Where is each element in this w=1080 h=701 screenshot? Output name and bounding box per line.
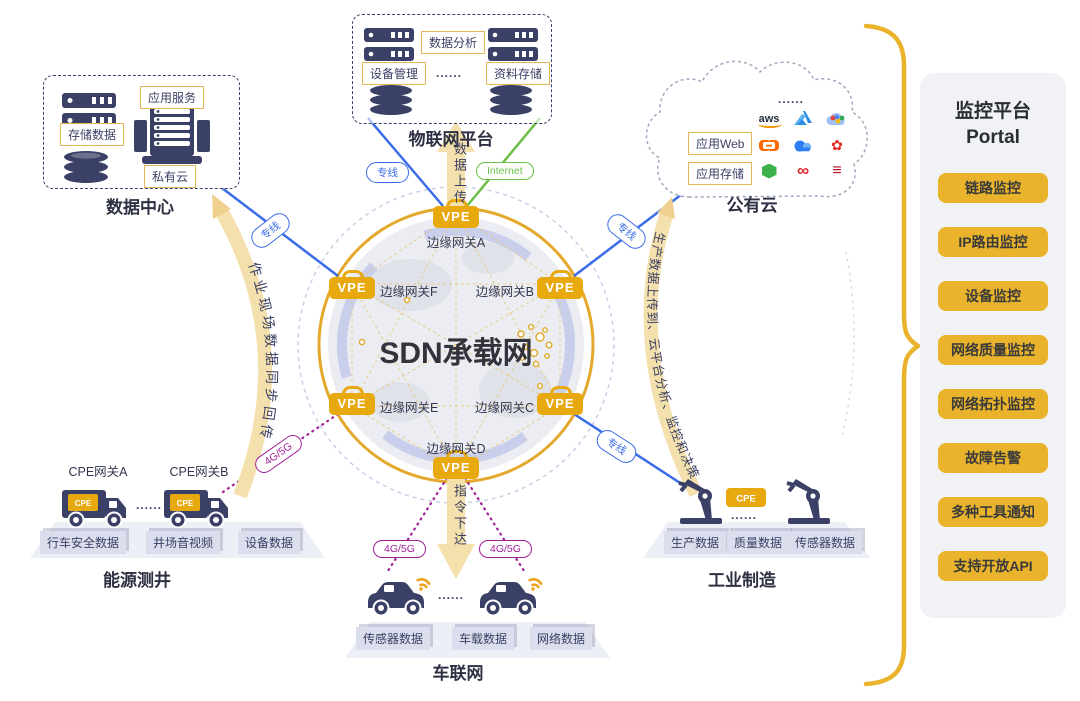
gateway-mesh [351,211,561,471]
server-rack-icon [364,28,414,61]
portal-button-ip-route-monitor[interactable]: IP路由监控 [938,227,1048,257]
bubble-cluster [358,296,553,390]
database-icon [370,85,412,115]
portal-button-link-monitor[interactable]: 链路监控 [938,173,1048,203]
label-data-analysis: 数据分析 [421,31,486,54]
vehicle-dots: ...... [438,588,465,602]
tag-driving-safety: 行车安全数据 [40,531,127,554]
vpe-gateway-c: VPE [537,386,583,415]
gateway-b-label: 边缘网关B [475,285,534,299]
gateway-a-label: 边缘网关A [426,236,486,250]
database-icon [64,151,108,183]
data-center-title: 数据中心 [106,198,174,217]
right-flow-caption: 生产数据上传到、云平台分析、监控和决策 [645,231,703,482]
vpe-gateway-e: VPE [329,386,375,415]
qingcloud-icon [753,160,785,182]
wifi-icon [528,578,543,589]
portal-button-list: 链路监控 IP路由监控 设备监控 网络质量监控 网络拓扑监控 故障告警 多种工具… [920,173,1066,581]
database-icon [490,85,532,115]
aws-icon: aws [757,113,783,128]
tag-production-data: 生产数据 [664,531,727,554]
pill-internet: Internet [476,162,534,180]
pill-4g5g-left: 4G/5G [373,540,426,558]
sdn-core-title: SDN承载网 [379,337,533,370]
car-icon [368,578,431,617]
pill-dedicated-iot: 专线 [366,162,409,183]
cpe-gateway-b-label: CPE网关B [169,465,229,479]
gateway-e-label: 边缘网关E [380,401,439,415]
svg-text:CPE: CPE [75,499,92,508]
portal-button-topology-monitor[interactable]: 网络拓扑监控 [938,389,1048,419]
tag-device-data: 设备数据 [238,531,301,554]
industry-title: 工业制造 [708,571,776,590]
portal-panel: 监控平台 Portal 链路监控 IP路由监控 设备监控 网络质量监控 网络拓扑… [920,73,1066,618]
portal-button-open-api[interactable]: 支持开放API [938,551,1048,581]
tag-network-data: 网络数据 [530,627,593,650]
alibaba-cloud-icon [753,134,785,156]
cpe-gateway-a-label: CPE网关A [68,465,128,479]
brace [863,23,923,687]
portal-button-network-quality[interactable]: 网络质量监控 [938,335,1048,365]
label-data-storage: 资料存储 [486,62,551,85]
label-device-mgmt: 设备管理 [362,62,427,85]
command-caption: 指令下达 [452,484,467,548]
portal-button-tool-notify[interactable]: 多种工具通知 [938,497,1048,527]
zstack-icon: ≡ [832,162,842,179]
vpe-gateway-f: VPE [329,270,375,299]
cloud-dots: ...... [778,92,805,106]
label-app-storage: 应用存储 [688,162,753,185]
flow-arrows [212,121,703,579]
tag-site-av: 井场音视频 [146,531,221,554]
vpe-gateway-d: VPE [433,450,479,479]
tag-sensor-data: 传感器数据 [356,627,431,650]
svg-text:CPE: CPE [736,494,756,505]
vehicle-title: 车联网 [432,664,484,683]
portal-button-device-monitor[interactable]: 设备监控 [938,281,1048,311]
portal-button-fault-alarm[interactable]: 故障告警 [938,443,1048,473]
robot-arm-icon [786,479,830,524]
decorative-dotted-arc [841,251,855,437]
cloud-title: 公有云 [726,196,778,215]
energy-title: 能源测井 [103,571,171,590]
svg-text:CPE: CPE [177,499,194,508]
energy-dots: ...... [136,498,163,512]
azure-icon [787,108,819,130]
truck-icon: CPE [164,490,228,529]
cloud-provider-grid: aws ✿ ∞ ≡ [753,108,859,186]
tencent-cloud-icon [787,134,819,156]
truck-icon: CPE [62,490,126,529]
upload-caption: 数据上传 [452,142,467,206]
label-private-cloud: 私有云 [144,165,197,188]
server-rack-icon [488,28,538,61]
tag-quality-data: 质量数据 [727,531,790,554]
label-app-service: 应用服务 [140,86,205,109]
robot-arm-icon [678,479,722,524]
label-app-web: 应用Web [688,132,753,155]
gateway-f-label: 边缘网关F [380,285,438,299]
cpe-badge-icon: CPE [726,488,766,507]
tag-onboard-data: 车载数据 [452,627,515,650]
gateway-d-label: 边缘网关D [426,442,486,456]
label-storage-data: 存储数据 [60,123,125,146]
industry-dots: ...... [731,508,758,522]
link-iot-dedicated [367,117,444,207]
server-tower-icon [134,104,210,164]
huawei-icon: ✿ [831,136,843,153]
vpe-gateway-a: VPE [433,199,479,228]
portal-title-cn: 监控平台 [954,101,1031,122]
car-icon [480,578,543,617]
tag-sensor-data: 传感器数据 [788,531,863,554]
iot-title: 物联网平台 [408,130,494,149]
ucloud-icon: ∞ [796,161,810,180]
wifi-icon [416,578,431,589]
portal-title-en: Portal [966,127,1020,148]
google-cloud-icon [821,108,853,130]
pill-4g5g-right: 4G/5G [479,540,532,558]
gateway-c-label: 边缘网关C [474,401,534,415]
iot-dots: ...... [436,66,463,80]
vpe-gateway-b: VPE [537,270,583,299]
